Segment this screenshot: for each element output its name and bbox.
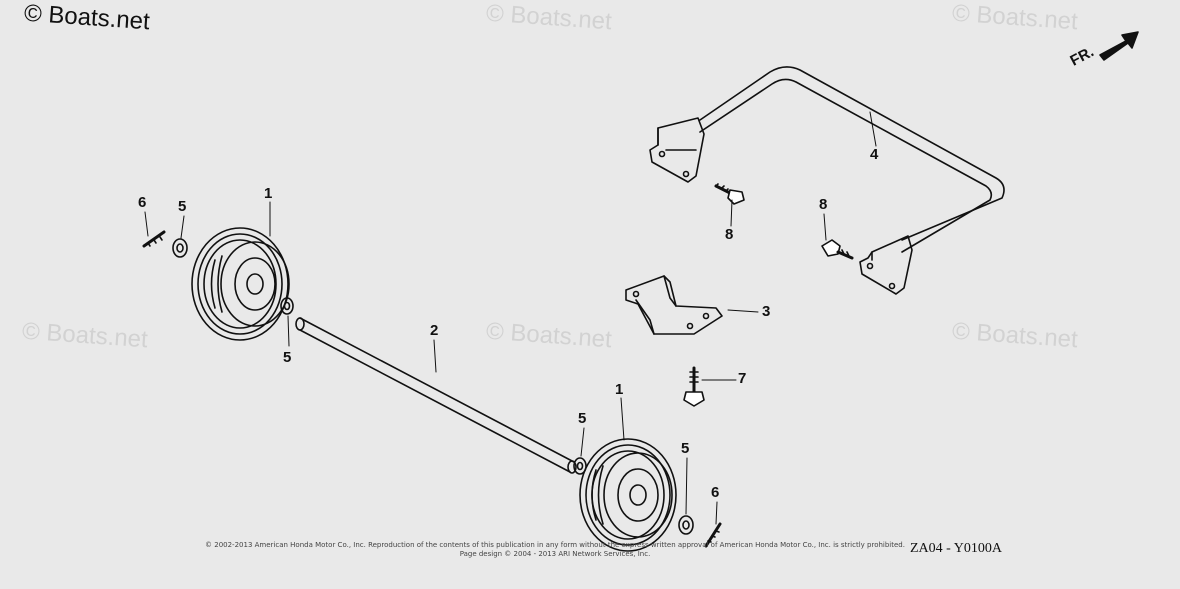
direction-arrow-icon <box>1099 31 1139 61</box>
wheel-left <box>191 227 290 341</box>
axle <box>295 317 577 474</box>
callout-washer-left-outer: 5 <box>178 198 187 215</box>
bolt-handle-right <box>821 239 854 260</box>
washer-right-inner <box>573 457 587 475</box>
callout-wheel-left: 1 <box>264 185 273 202</box>
leader-lines <box>144 111 877 525</box>
callout-washer-right-outer: 5 <box>681 440 690 457</box>
washer-left-inner <box>280 297 294 315</box>
callout-washer-right-inner: 5 <box>578 410 587 427</box>
copyright-line: Page design © 2004 - 2013 ARI Network Se… <box>459 550 651 558</box>
callout-bolt-handle-left: 8 <box>725 226 734 243</box>
diagram-code: ZA04 - Y0100A <box>910 541 1003 556</box>
pin-left <box>142 230 166 248</box>
bracket <box>625 275 723 335</box>
callout-bracket: 3 <box>762 303 771 320</box>
callout-bolt-handle-right: 8 <box>819 196 828 213</box>
callout-washer-left-inner: 5 <box>283 349 292 366</box>
callout-bolt-bracket: 7 <box>738 370 747 387</box>
bolt-handle-left <box>714 183 745 205</box>
wheel-right <box>579 438 677 552</box>
washer-right-outer <box>678 515 694 535</box>
handle-rod <box>649 66 1005 295</box>
callout-pin-left: 6 <box>138 194 147 211</box>
callout-axle: 2 <box>430 322 439 339</box>
copyright-notice: © 2002-2013 American Honda Motor Co., In… <box>175 541 935 559</box>
pin-right <box>704 522 722 548</box>
copyright-line: © 2002-2013 American Honda Motor Co., In… <box>205 541 905 549</box>
callout-wheel-right: 1 <box>615 381 624 398</box>
washer-left-outer <box>172 238 188 258</box>
bolt-bracket <box>683 366 705 407</box>
callout-pin-right: 6 <box>711 484 720 501</box>
callout-handle: 4 <box>870 146 879 163</box>
